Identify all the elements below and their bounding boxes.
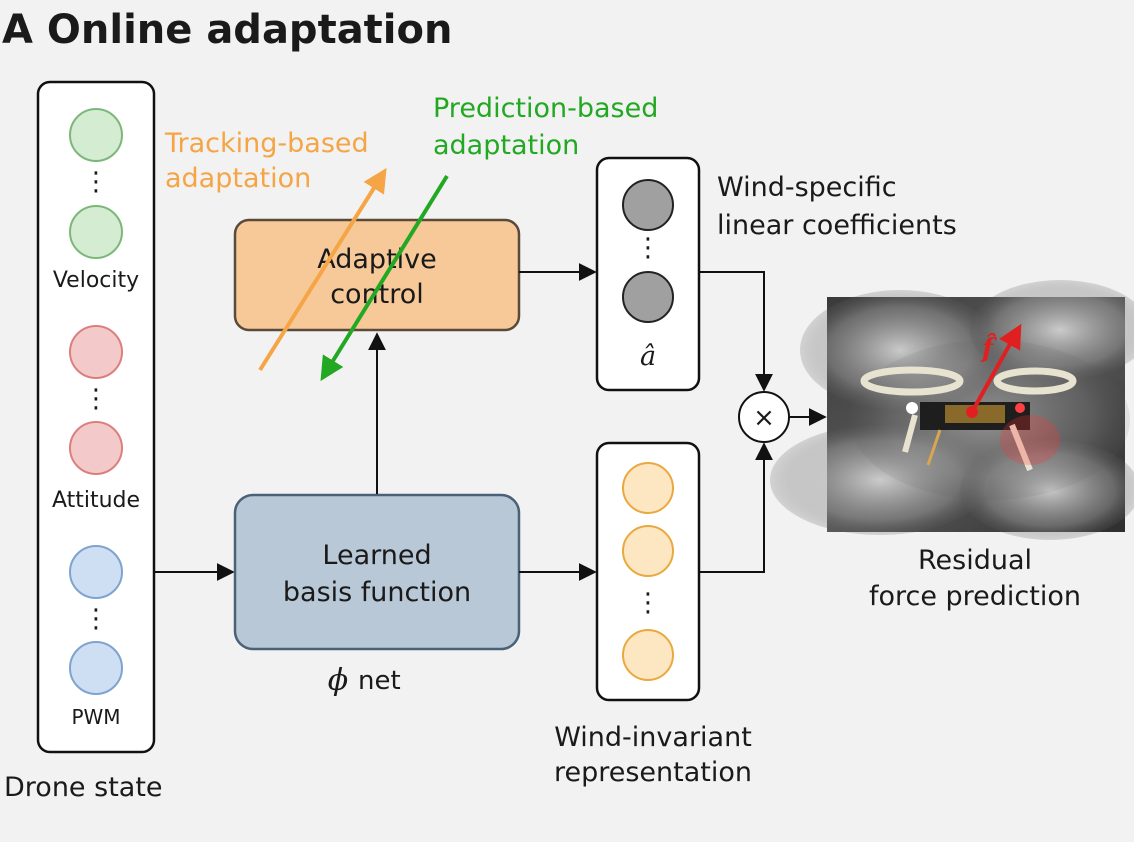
velocity-label: Velocity bbox=[53, 268, 139, 293]
arrow-coefficients-to-multiply bbox=[699, 271, 773, 392]
basis-label-line2: basis function bbox=[283, 577, 471, 608]
pwm-node bbox=[69, 545, 123, 599]
drone-state-box bbox=[36, 80, 156, 754]
a-hat-symbol: â bbox=[640, 341, 656, 372]
prediction-arrow bbox=[320, 174, 449, 382]
pwm-node bbox=[69, 641, 123, 695]
velocity-node bbox=[69, 108, 123, 162]
drone-photo bbox=[770, 280, 1134, 540]
force-symbol: f̂ bbox=[980, 333, 997, 364]
coefficients-label-line2: linear coefficients bbox=[717, 210, 957, 241]
tracking-label-line1: Tracking-based bbox=[164, 128, 369, 159]
velocity-node bbox=[69, 205, 123, 259]
basis-function-box bbox=[233, 493, 521, 651]
coefficient-node bbox=[622, 271, 674, 323]
output-label-line2: force prediction bbox=[869, 581, 1081, 612]
attitude-node bbox=[69, 421, 123, 475]
representation-node bbox=[622, 629, 674, 681]
phi-net-label: net bbox=[358, 666, 401, 696]
vertical-ellipsis: ⋮ bbox=[83, 604, 109, 634]
tracking-arrow bbox=[258, 167, 387, 372]
representation-label-line1: Wind-invariant bbox=[554, 722, 752, 753]
vertical-ellipsis: ⋮ bbox=[635, 588, 661, 618]
vertical-ellipsis: ⋮ bbox=[635, 233, 661, 263]
coefficient-node bbox=[622, 179, 674, 231]
phi-symbol: ϕ bbox=[328, 663, 348, 698]
coefficients-label-line1: Wind-specific bbox=[717, 172, 897, 203]
output-label-line1: Residual bbox=[918, 545, 1032, 576]
vertical-ellipsis: ⋮ bbox=[83, 167, 109, 197]
vertical-ellipsis: ⋮ bbox=[83, 384, 109, 414]
arrow-representation-to-multiply bbox=[699, 442, 773, 573]
page-title: A Online adaptation bbox=[2, 7, 452, 53]
representation-node bbox=[622, 525, 674, 577]
representation-label-line2: representation bbox=[554, 757, 752, 788]
prediction-label-line1: Prediction-based bbox=[433, 93, 658, 124]
adaptive-control-box bbox=[233, 218, 521, 332]
drone-state-label: Drone state bbox=[4, 772, 163, 803]
representation-node bbox=[622, 462, 674, 514]
multiply-symbol: × bbox=[753, 403, 775, 433]
basis-label-line1: Learned bbox=[322, 540, 431, 571]
adaptive-label-line2: control bbox=[330, 279, 424, 310]
pwm-label: PWM bbox=[71, 705, 120, 729]
tracking-label-line2: adaptation bbox=[165, 163, 311, 194]
prediction-label-line2: adaptation bbox=[433, 130, 579, 161]
attitude-label: Attitude bbox=[52, 488, 140, 513]
attitude-node bbox=[69, 325, 123, 379]
